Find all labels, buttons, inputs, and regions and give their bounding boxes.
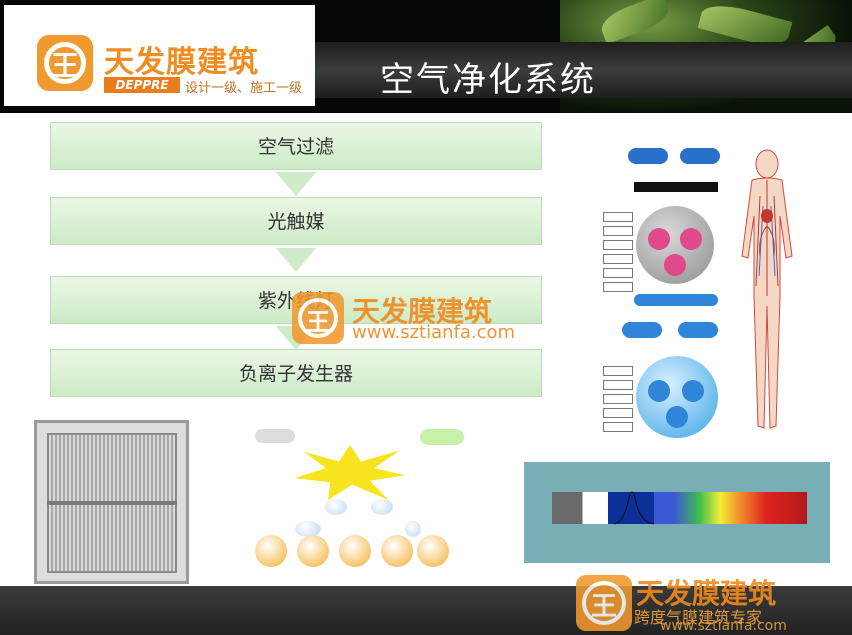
- diagram-node: [634, 294, 718, 306]
- diagram-bar: [634, 182, 718, 192]
- brand-slogan: 设计一级、施工一级: [185, 81, 303, 96]
- flow-step-negative-ion-generator: 负离子发生器: [50, 349, 542, 397]
- diagram-label-box: [603, 366, 633, 376]
- effect-circle: [636, 356, 718, 438]
- effect-circle: [636, 206, 714, 284]
- diagram-label-box: [603, 212, 633, 222]
- nano-tio2-particle: [339, 535, 371, 567]
- flow-step-air-filter: 空气过滤: [50, 122, 542, 170]
- diagram-node: [628, 148, 668, 164]
- pollutant-tag: [255, 429, 295, 443]
- product-tag: [420, 429, 464, 445]
- diagram-label-box: [603, 226, 633, 236]
- oxygen-molecule: [405, 521, 421, 537]
- diagram-label-box: [603, 268, 633, 278]
- human-anatomy-icon: [741, 149, 793, 429]
- watermark-brand-name: 天发膜建筑: [352, 295, 493, 328]
- footer-watermark-slogan: 跨度气膜建筑专家: [634, 608, 763, 627]
- diagram-label-box: [603, 254, 633, 264]
- water-molecule: [295, 521, 321, 537]
- brand-english-name: DEPPRE: [104, 77, 180, 93]
- air-pollution-body-diagram: [600, 140, 812, 440]
- reaction-burst: [295, 445, 405, 500]
- page-title: 空气净化系统: [380, 60, 596, 100]
- footer-watermark-brand-name: 天发膜建筑: [636, 577, 777, 610]
- nano-tio2-particle: [417, 535, 449, 567]
- spectrum-bar: [552, 492, 807, 524]
- footer-watermark-logo-icon: 王: [576, 575, 632, 631]
- diagram-label-box: [603, 240, 633, 250]
- photocatalyst-reaction-diagram: [255, 425, 470, 570]
- uv-peak-curve: [614, 491, 654, 525]
- diagram-label-box: [603, 282, 633, 292]
- nano-tio2-particle: [381, 535, 413, 567]
- nano-tio2-particle: [255, 535, 287, 567]
- diagram-label-box: [603, 394, 633, 404]
- watermark-url: www.sztianfa.com: [352, 322, 516, 343]
- diagram-label-box: [603, 408, 633, 418]
- flow-step-photocatalyst: 光触媒: [50, 197, 542, 245]
- diagram-node: [680, 148, 720, 164]
- brand-logo-icon: 王: [37, 35, 93, 91]
- footer-watermark-url: www.sztianfa.com: [660, 618, 787, 634]
- diagram-label-box: [603, 422, 633, 432]
- superoxide-radical: [371, 499, 393, 515]
- nano-tio2-particle: [297, 535, 329, 567]
- diagram-node: [622, 322, 662, 338]
- logo-panel: 王 天发膜建筑 DEPPRE 设计一级、施工一级: [4, 5, 315, 106]
- brand-name: 天发膜建筑: [104, 45, 259, 80]
- diagram-label-box: [603, 380, 633, 390]
- uv-spectrum-image: [524, 462, 830, 563]
- footer-bar: [0, 586, 852, 635]
- hepa-filter-image: [34, 420, 189, 584]
- title-band: [315, 42, 852, 98]
- watermark-logo-icon: 王: [292, 292, 344, 344]
- hydroxyl-radical: [325, 499, 347, 515]
- flow-arrow-icon: [276, 248, 316, 272]
- flow-arrow-icon: [276, 172, 316, 196]
- diagram-node: [678, 322, 718, 338]
